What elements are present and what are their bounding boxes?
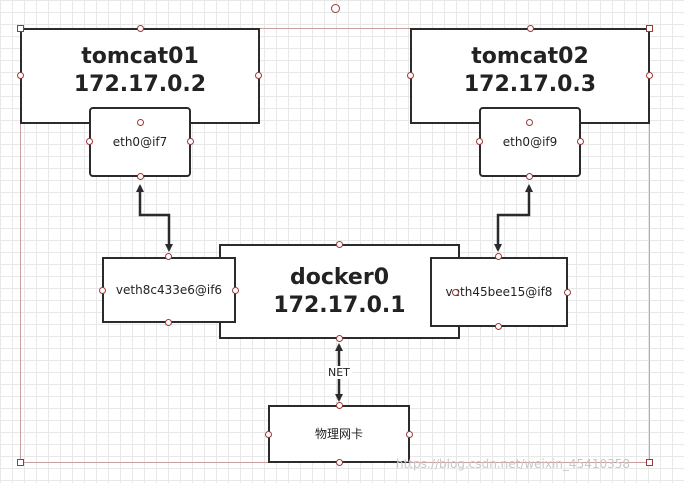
docker0-handle-bottom[interactable] [336, 335, 343, 342]
nic-handle-left[interactable] [265, 431, 272, 438]
physical-nic[interactable]: 物理网卡 [268, 405, 410, 463]
docker0-handle-top[interactable] [336, 241, 343, 248]
watermark: https://blog.csdn.net/weixin_45410358 [396, 457, 631, 471]
eth0-if7-handle-left[interactable] [86, 138, 93, 145]
edge-eth0if9-vethright[interactable] [494, 184, 533, 252]
resize-handle-top-right[interactable] [646, 25, 653, 32]
tomcat01-handle-top[interactable] [137, 25, 144, 32]
tomcat02-handle-left[interactable] [407, 72, 414, 79]
veth-left-handle-left[interactable] [99, 287, 106, 294]
eth0-if9-handle-bottom[interactable] [526, 173, 533, 180]
eth0-if7-handle-right[interactable] [187, 138, 194, 145]
veth-right-handle-bottom[interactable] [495, 323, 502, 330]
veth-right[interactable]: veth45bee15@if8 [430, 257, 568, 327]
veth-right-handle-right[interactable] [564, 289, 571, 296]
veth-left[interactable]: veth8c433e6@if6 [102, 257, 236, 323]
interface-eth0-if7[interactable]: eth0@if7 [89, 107, 191, 177]
tomcat02-handle-right[interactable] [646, 72, 653, 79]
resize-handle-bottom-left[interactable] [17, 459, 24, 466]
eth0-if7-label: eth0@if7 [112, 135, 168, 149]
veth-left-label: veth8c433e6@if6 [115, 283, 223, 297]
eth0-if9-label: eth0@if9 [502, 135, 558, 149]
nic-handle-top[interactable] [336, 402, 343, 409]
eth0-if9-handle-left[interactable] [476, 138, 483, 145]
resize-handle-top-left[interactable] [17, 25, 24, 32]
resize-handle-bottom-right[interactable] [646, 459, 653, 466]
tomcat01-handle-left[interactable] [17, 72, 24, 79]
tomcat01-name: tomcat01 [81, 44, 199, 69]
docker0-name: docker0 [289, 264, 390, 290]
edge-eth0if7-vethleft[interactable] [136, 184, 173, 252]
bridge-docker0[interactable]: docker0 172.17.0.1 [219, 244, 460, 339]
physical-nic-label: 物理网卡 [314, 427, 363, 441]
eth0-if9-handle-top[interactable] [526, 119, 533, 126]
eth0-if9-handle-right[interactable] [577, 138, 584, 145]
veth-right-handle-left[interactable] [452, 289, 459, 296]
docker0-ip: 172.17.0.1 [273, 292, 406, 318]
nic-handle-right[interactable] [406, 431, 413, 438]
tomcat02-name: tomcat02 [471, 44, 589, 69]
nic-handle-bottom[interactable] [336, 459, 343, 466]
veth-right-label: veth45bee15@if8 [445, 285, 553, 299]
veth-left-handle-top[interactable] [165, 253, 172, 260]
tomcat02-handle-top[interactable] [527, 25, 534, 32]
veth-left-handle-right[interactable] [232, 287, 239, 294]
eth0-if7-handle-bottom[interactable] [137, 173, 144, 180]
edge-label-net: NET [326, 366, 352, 379]
eth0-if7-handle-top[interactable] [137, 119, 144, 126]
rotate-handle[interactable] [331, 4, 340, 13]
veth-left-handle-bottom[interactable] [165, 319, 172, 326]
tomcat01-handle-right[interactable] [255, 72, 262, 79]
interface-eth0-if9[interactable]: eth0@if9 [479, 107, 581, 177]
tomcat01-ip: 172.17.0.2 [73, 72, 207, 97]
tomcat02-ip: 172.17.0.3 [463, 72, 597, 97]
veth-right-handle-top[interactable] [495, 253, 502, 260]
